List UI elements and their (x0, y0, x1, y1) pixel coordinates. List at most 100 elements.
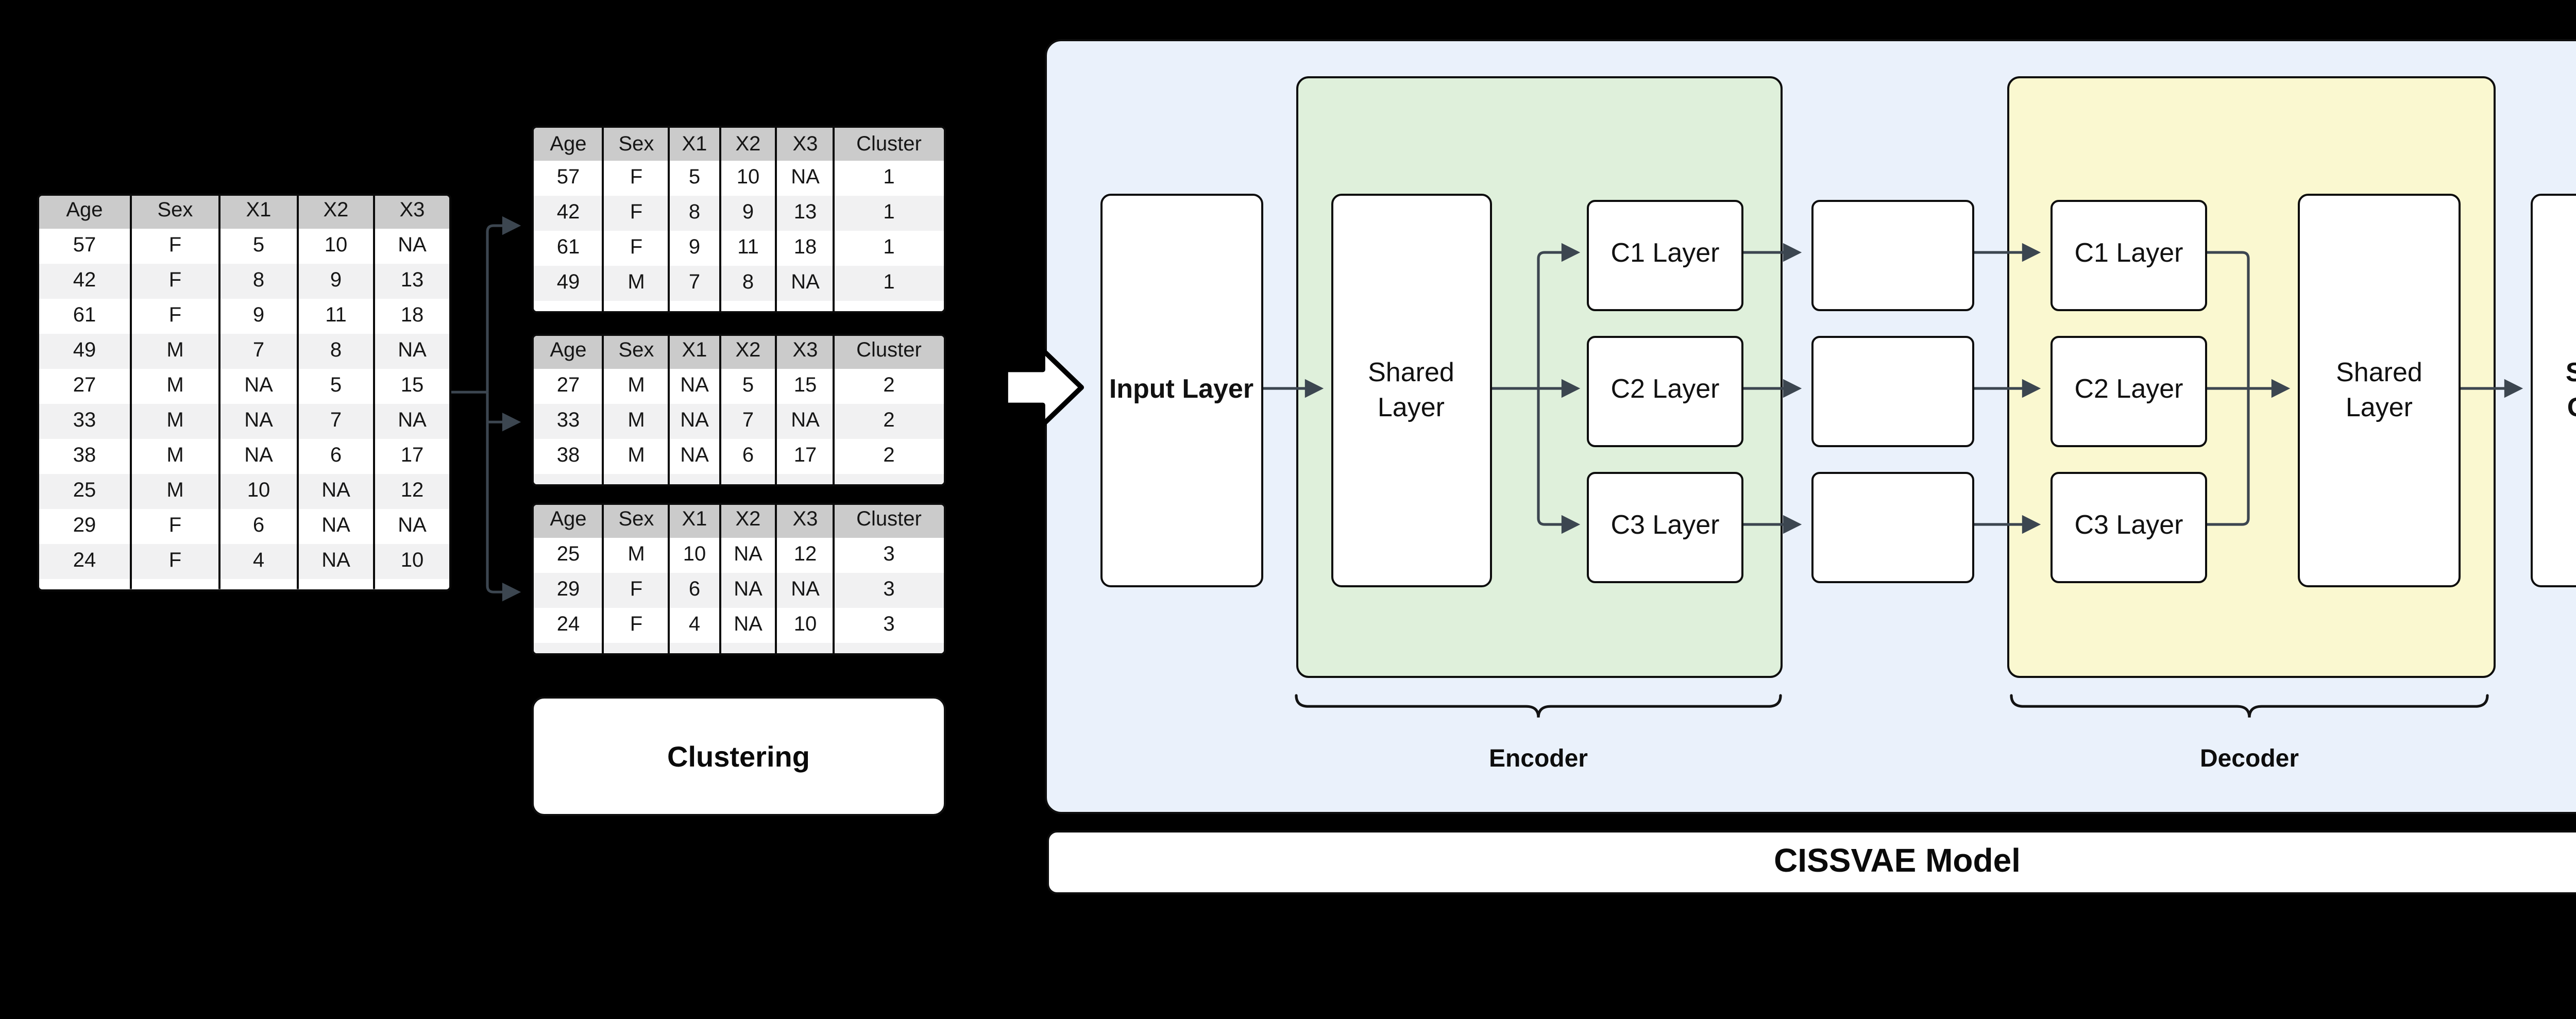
table-cell: 15 (777, 369, 835, 404)
decoder-c1-layer-node: C1 Layer (2050, 199, 2207, 310)
table-cell (670, 474, 721, 483)
table-cell: 6 (299, 439, 375, 474)
table-cell: 33 (534, 404, 604, 439)
table-cell: 29 (534, 573, 604, 608)
table-cell: 17 (400, 445, 424, 468)
encoder-c3-layer-label: C3 Layer (1611, 509, 1720, 540)
table-cell: 2 (883, 445, 895, 468)
input-flow-arrow-icon (1003, 347, 1084, 428)
table-cell: M (132, 474, 221, 509)
table-cell: F (132, 264, 221, 299)
table-cell: 10 (299, 229, 375, 264)
encoder-c3-layer-node: C3 Layer (1587, 471, 1743, 582)
column-header: Age (534, 127, 604, 161)
table-cell: 24 (534, 608, 604, 643)
table-cell: NA (777, 161, 835, 196)
column-header: Cluster (856, 510, 922, 532)
table-cell (604, 301, 670, 311)
table-cell: M (604, 369, 670, 404)
column-header: X2 (721, 504, 777, 538)
table-cell: 3 (883, 544, 895, 567)
decoder-c3-layer-node: C3 Layer (2050, 471, 2207, 582)
table-cell: 25 (534, 538, 604, 573)
table-cell: 10 (400, 550, 424, 573)
connector-arrow (1537, 243, 1581, 388)
table-cell: NA (221, 439, 299, 474)
table-cell: 11 (721, 231, 777, 266)
decoder-c2-layer-label: C2 Layer (2074, 373, 2183, 404)
table-cell: 5 (721, 369, 777, 404)
table-cell: 1 (883, 237, 895, 260)
table-cell: NA (299, 544, 375, 579)
table-partial-row (39, 579, 449, 588)
connector-arrow (486, 216, 521, 393)
table-cell: M (604, 538, 670, 573)
table-cell (777, 301, 835, 311)
column-header: X3 (777, 127, 835, 161)
table-cell: F (604, 608, 670, 643)
table-cell (299, 579, 375, 588)
table-cell: 57 (534, 161, 604, 196)
column-header: Sex (604, 504, 670, 538)
table-cell: NA (670, 439, 721, 474)
shared-output-label: Shared Output (2566, 355, 2576, 425)
table-cell: 6 (670, 573, 721, 608)
table-cell: 9 (221, 299, 299, 334)
table-cell: NA (398, 235, 427, 258)
connector-arrow (486, 392, 521, 602)
table-cell: 13 (777, 196, 835, 231)
table-cell (39, 579, 132, 588)
table-partial-row (534, 643, 943, 652)
column-header: Age (534, 335, 604, 369)
table-cell: 7 (721, 404, 777, 439)
encoder-brace (1295, 694, 1782, 718)
connector-arrow (1537, 388, 1581, 534)
table-cell: NA (299, 474, 375, 509)
table-cell (604, 474, 670, 483)
encoder-shared-layer-node: Shared Layer (1330, 194, 1492, 587)
column-header: Age (39, 195, 132, 229)
column-header: X2 (721, 335, 777, 369)
table-cell: 1 (883, 273, 895, 295)
column-header: Sex (604, 127, 670, 161)
column-header: X2 (721, 127, 777, 161)
table-cell: 8 (221, 264, 299, 299)
decoder-c1-layer-label: C1 Layer (2074, 237, 2183, 268)
table-cell: NA (721, 573, 777, 608)
table-cell: 8 (299, 334, 375, 369)
encoder-c1-layer-label: C1 Layer (1611, 237, 1720, 268)
table-cell: 27 (534, 369, 604, 404)
table-cell: M (132, 404, 221, 439)
table-cell: M (132, 334, 221, 369)
table-cell: NA (721, 608, 777, 643)
table-cell: F (132, 544, 221, 579)
table-cell: 42 (39, 264, 132, 299)
connector-line (2203, 251, 2250, 388)
table-cell: 12 (400, 480, 424, 503)
table-cell (375, 579, 449, 588)
table-cell: 8 (670, 196, 721, 231)
table-cell: 10 (670, 538, 721, 573)
connector-line (2203, 388, 2250, 526)
decoder-c2-layer-node: C2 Layer (2050, 335, 2207, 446)
column-header: X3 (777, 504, 835, 538)
table-cell: F (604, 231, 670, 266)
table-cell: NA (398, 410, 427, 433)
